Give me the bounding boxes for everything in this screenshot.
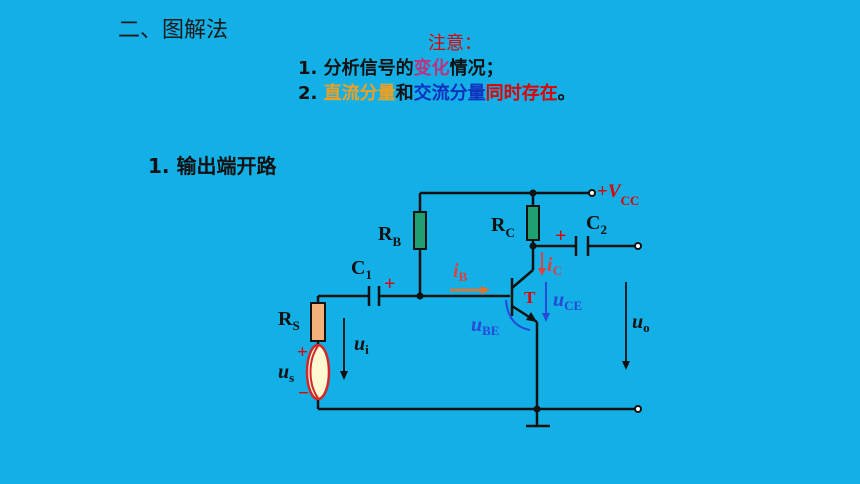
rc-label: RC	[491, 214, 515, 240]
note-line-1: 1. 分析信号的变化情况；	[298, 54, 504, 80]
c2-plus: +	[555, 225, 566, 247]
junction-dot	[529, 189, 537, 197]
c2-label: C2	[586, 212, 607, 237]
capacitor-c2	[574, 236, 590, 256]
ib-label: iB	[453, 260, 468, 284]
rb-label: RB	[378, 223, 401, 249]
c1-label: C1	[351, 257, 372, 282]
note-line-1-highlight: 变化	[413, 58, 450, 79]
ube-indicator	[505, 299, 531, 331]
junction-dot	[533, 405, 541, 413]
ic-arrow-head	[538, 268, 546, 276]
note-line-1-suffix: 情况；	[449, 58, 504, 79]
note-line-1-prefix: 1. 分析信号的	[298, 58, 414, 79]
note-dc-component: 直流分量	[323, 83, 396, 104]
c1-plus: +	[384, 273, 395, 295]
circuit-wires	[316, 191, 636, 428]
us-label: us	[278, 361, 294, 385]
ic-label: iC	[547, 254, 562, 278]
page-title: 二、图解法	[118, 18, 229, 43]
output-terminal-bottom	[634, 405, 642, 413]
note-and: 和	[395, 83, 414, 104]
vcc-label: +VCC	[597, 181, 639, 208]
resistor-rc	[526, 205, 540, 241]
capacitor-c1	[367, 286, 381, 306]
vcc-terminal	[588, 189, 596, 197]
uce-label: uCE	[553, 289, 582, 313]
ube-label: uBE	[471, 314, 499, 338]
resistor-rs	[310, 302, 326, 342]
us-plus: +	[297, 342, 308, 363]
uo-arrow-head	[622, 361, 630, 370]
ui-label: ui	[354, 333, 369, 357]
rs-label: RS	[278, 308, 300, 333]
us-minus: −	[298, 383, 309, 404]
note-line-2: 2. 直流分量和交流分量同时存在。	[298, 79, 576, 105]
junction-dot	[416, 292, 424, 300]
ui-arrow-head	[340, 371, 348, 380]
note-line-2-prefix: 2.	[298, 83, 324, 104]
note-heading: 注意：	[428, 33, 482, 54]
note-coexist: 同时存在	[485, 83, 558, 104]
section-subtitle: 1. 输出端开路	[148, 154, 277, 178]
note-line-2-end: 。	[557, 83, 576, 104]
note-ac-component: 交流分量	[413, 83, 486, 104]
ib-arrow-head	[481, 286, 490, 294]
transistor-label: T	[524, 288, 536, 307]
emitter-arrow	[526, 312, 537, 322]
uce-arrow-head	[542, 313, 550, 322]
junction-dot	[529, 242, 537, 250]
uo-label: uo	[632, 311, 650, 335]
signal-source-wave	[309, 345, 319, 399]
output-terminal-top	[634, 242, 642, 250]
resistor-rb	[413, 211, 427, 250]
